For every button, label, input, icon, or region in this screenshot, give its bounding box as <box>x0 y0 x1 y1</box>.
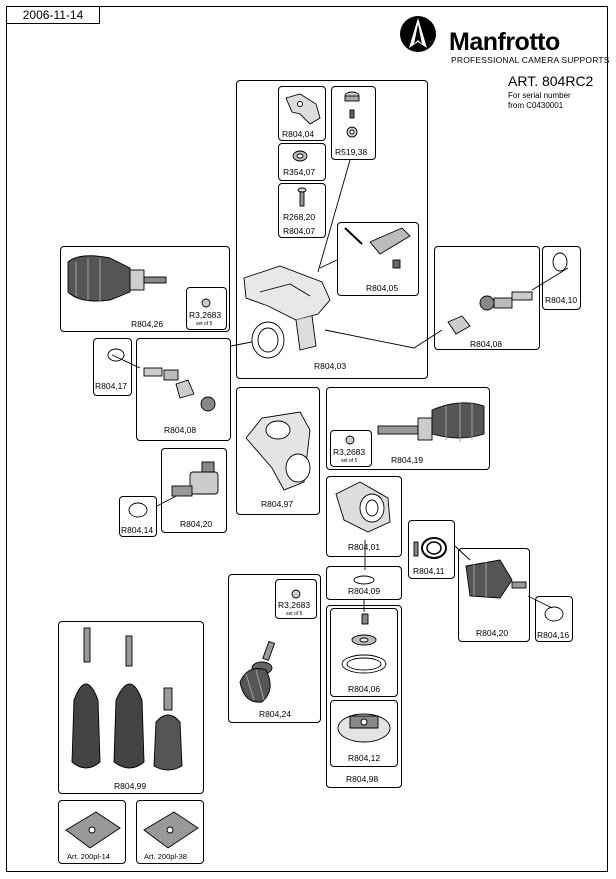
label-r804-04: R804,04 <box>282 129 315 139</box>
part-r3-2683-box-a[interactable] <box>186 287 227 330</box>
part-r804-08-box-right[interactable] <box>434 246 540 350</box>
brand-tagline: PROFESSIONAL CAMERA SUPPORTS <box>451 55 610 65</box>
date-box: 2006-11-14 <box>6 6 100 24</box>
label-r804-19: R804,19 <box>391 455 424 465</box>
label-r354-07: R354,07 <box>283 167 316 177</box>
label-r804-05: R804,05 <box>366 283 399 293</box>
serial-note: For serial number from C0430001 <box>508 91 598 111</box>
label-r804-97: R804,97 <box>261 499 294 509</box>
label-r804-20-right: R804,20 <box>476 628 509 638</box>
part-r804-99-box[interactable] <box>58 621 204 794</box>
serial-line-2: from C0430001 <box>508 101 564 110</box>
label-r804-20-left: R804,20 <box>180 519 213 529</box>
part-r804-97-box[interactable] <box>236 387 320 515</box>
label-set-of-5-b: set of 5 <box>341 458 358 464</box>
label-art-200pl-38: Art. 200pl-38 <box>144 852 187 861</box>
label-art-200pl-14: Art. 200pl-14 <box>67 852 110 861</box>
label-r268-20: R268,20 <box>283 212 316 222</box>
sheet-border <box>6 6 608 872</box>
label-r3-2683-a: R3,2683 <box>189 310 222 320</box>
label-set-of-5-c: set of 5 <box>286 611 303 617</box>
article-number: ART. 804RC2 <box>508 73 594 89</box>
label-r804-06: R804,06 <box>348 684 381 694</box>
label-r3-2683-b: R3,2683 <box>333 447 366 457</box>
serial-line-1: For serial number <box>508 91 571 100</box>
label-r804-08-left: R804,08 <box>164 425 197 435</box>
label-r804-07: R804,07 <box>283 226 316 236</box>
label-r804-14: R804,14 <box>121 525 154 535</box>
label-r804-01: R804,01 <box>348 542 381 552</box>
label-r804-17: R804,17 <box>95 381 128 391</box>
part-r804-09-box[interactable] <box>326 566 402 600</box>
label-set-of-5-a: set of 5 <box>196 321 213 327</box>
label-r804-11: R804,11 <box>413 566 445 576</box>
label-r804-99: R804,99 <box>114 781 147 791</box>
part-r3-2683-box-c[interactable] <box>275 579 317 619</box>
label-r804-10: R804,10 <box>545 295 578 305</box>
label-r3-2683-c: R3,2683 <box>278 600 311 610</box>
label-r519-38: R519,38 <box>335 147 368 157</box>
label-r804-26: R804,26 <box>131 319 164 329</box>
label-r804-98: R804,98 <box>346 774 379 784</box>
label-r804-16: R804,16 <box>537 630 570 640</box>
label-r804-12: R804,12 <box>348 753 381 763</box>
label-r804-08-right: R804,08 <box>470 339 503 349</box>
label-r804-09: R804,09 <box>348 586 381 596</box>
label-r804-24: R804,24 <box>259 709 292 719</box>
label-r804-03: R804,03 <box>314 361 347 371</box>
brand-name: Manfrotto <box>449 28 560 56</box>
